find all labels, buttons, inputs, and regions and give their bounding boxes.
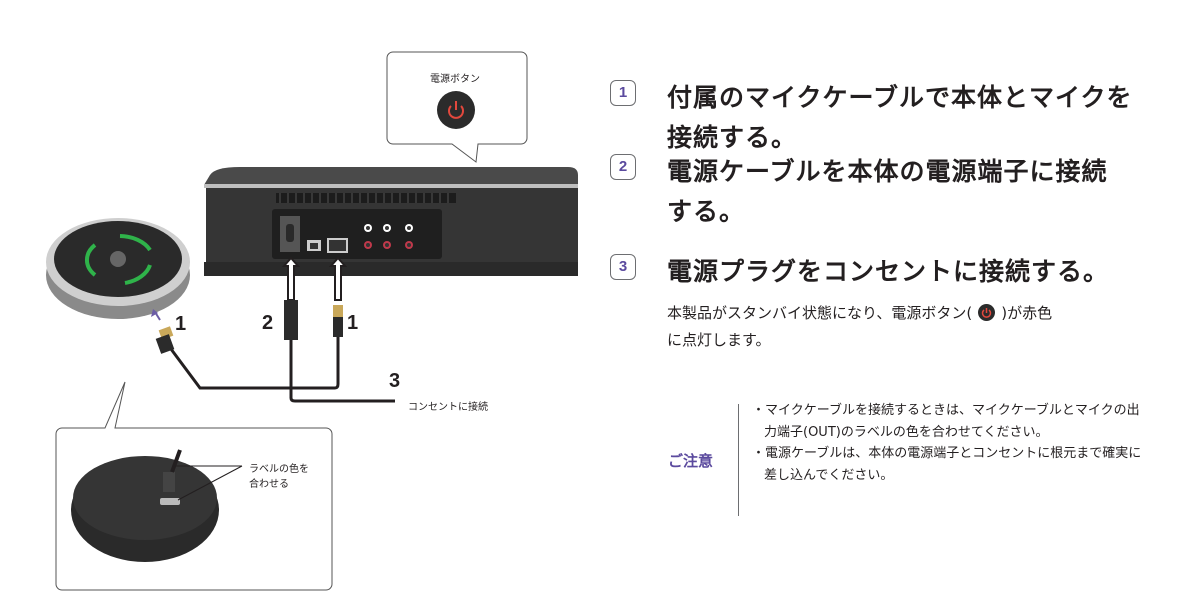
description-part3: に点灯します。 xyxy=(667,331,771,349)
step-number-badge: 1 xyxy=(610,80,636,106)
step3-description: 本製品がスタンバイ状態になり、電源ボタン( )が赤色 に点灯します。 xyxy=(667,300,1187,354)
step-number-badge: 2 xyxy=(610,154,636,180)
caution-item: ・電源ケーブルは、本体の電源端子とコンセントに根元まで確実に差し込んでください。 xyxy=(752,446,1142,483)
step-text-line1: 電源プラグをコンセントに接続する。 xyxy=(667,257,1110,286)
power-button-callout-label: 電源ボタン xyxy=(430,74,480,85)
step-text: 電源プラグをコンセントに接続する。 xyxy=(667,252,1187,292)
cable-label-3-outlet: 3 xyxy=(389,370,401,392)
cable-label-1-base: 1 xyxy=(347,312,359,334)
cables xyxy=(166,335,395,403)
mic-plug-top xyxy=(333,305,343,317)
power-plug xyxy=(284,300,298,340)
power-button-callout xyxy=(386,51,528,163)
step-text-line2: 接続する。 xyxy=(667,123,798,152)
description-part2: )が赤色 xyxy=(1001,304,1053,322)
step-number-badge: 3 xyxy=(610,254,636,280)
power-icon xyxy=(978,304,996,321)
step-text-line1: 電源ケーブルを本体の電源端子に接続 xyxy=(667,157,1108,186)
cable-label-2-power: 2 xyxy=(262,312,274,334)
description-part1: 本製品がスタンバイ状態になり、電源ボタン( xyxy=(667,304,973,322)
caution-divider xyxy=(738,404,739,516)
caution-title: ご注意 xyxy=(668,452,714,470)
connection-illustration: 電源ボタン 1 2 1 3 コンセントに接続 ラベルの色を 合わせる xyxy=(0,0,600,611)
microphone-unit xyxy=(46,218,190,319)
base-unit xyxy=(204,167,578,276)
step-text: 電源ケーブルを本体の電源端子に接続 する。 xyxy=(667,152,1187,232)
step-text-line1: 付属のマイクケーブルで本体とマイクを xyxy=(667,83,1133,112)
cable-label-1-mic: 1 xyxy=(175,313,187,335)
connection-diagram xyxy=(46,51,578,591)
outlet-label: コンセントに接続 xyxy=(408,402,488,413)
label-match-note-line1: ラベルの色を xyxy=(249,464,309,475)
step-text: 付属のマイクケーブルで本体とマイクを 接続する。 xyxy=(667,78,1187,158)
caution-item: ・マイクケーブルを接続するときは、マイクケーブルとマイクの出力端子(OUT)のラ… xyxy=(752,403,1140,440)
caution-list: ・マイクケーブルを接続するときは、マイクケーブルとマイクの出力端子(OUT)のラ… xyxy=(752,400,1152,486)
step-text-line2: する。 xyxy=(667,197,746,226)
label-match-note-line2: 合わせる xyxy=(249,479,289,490)
